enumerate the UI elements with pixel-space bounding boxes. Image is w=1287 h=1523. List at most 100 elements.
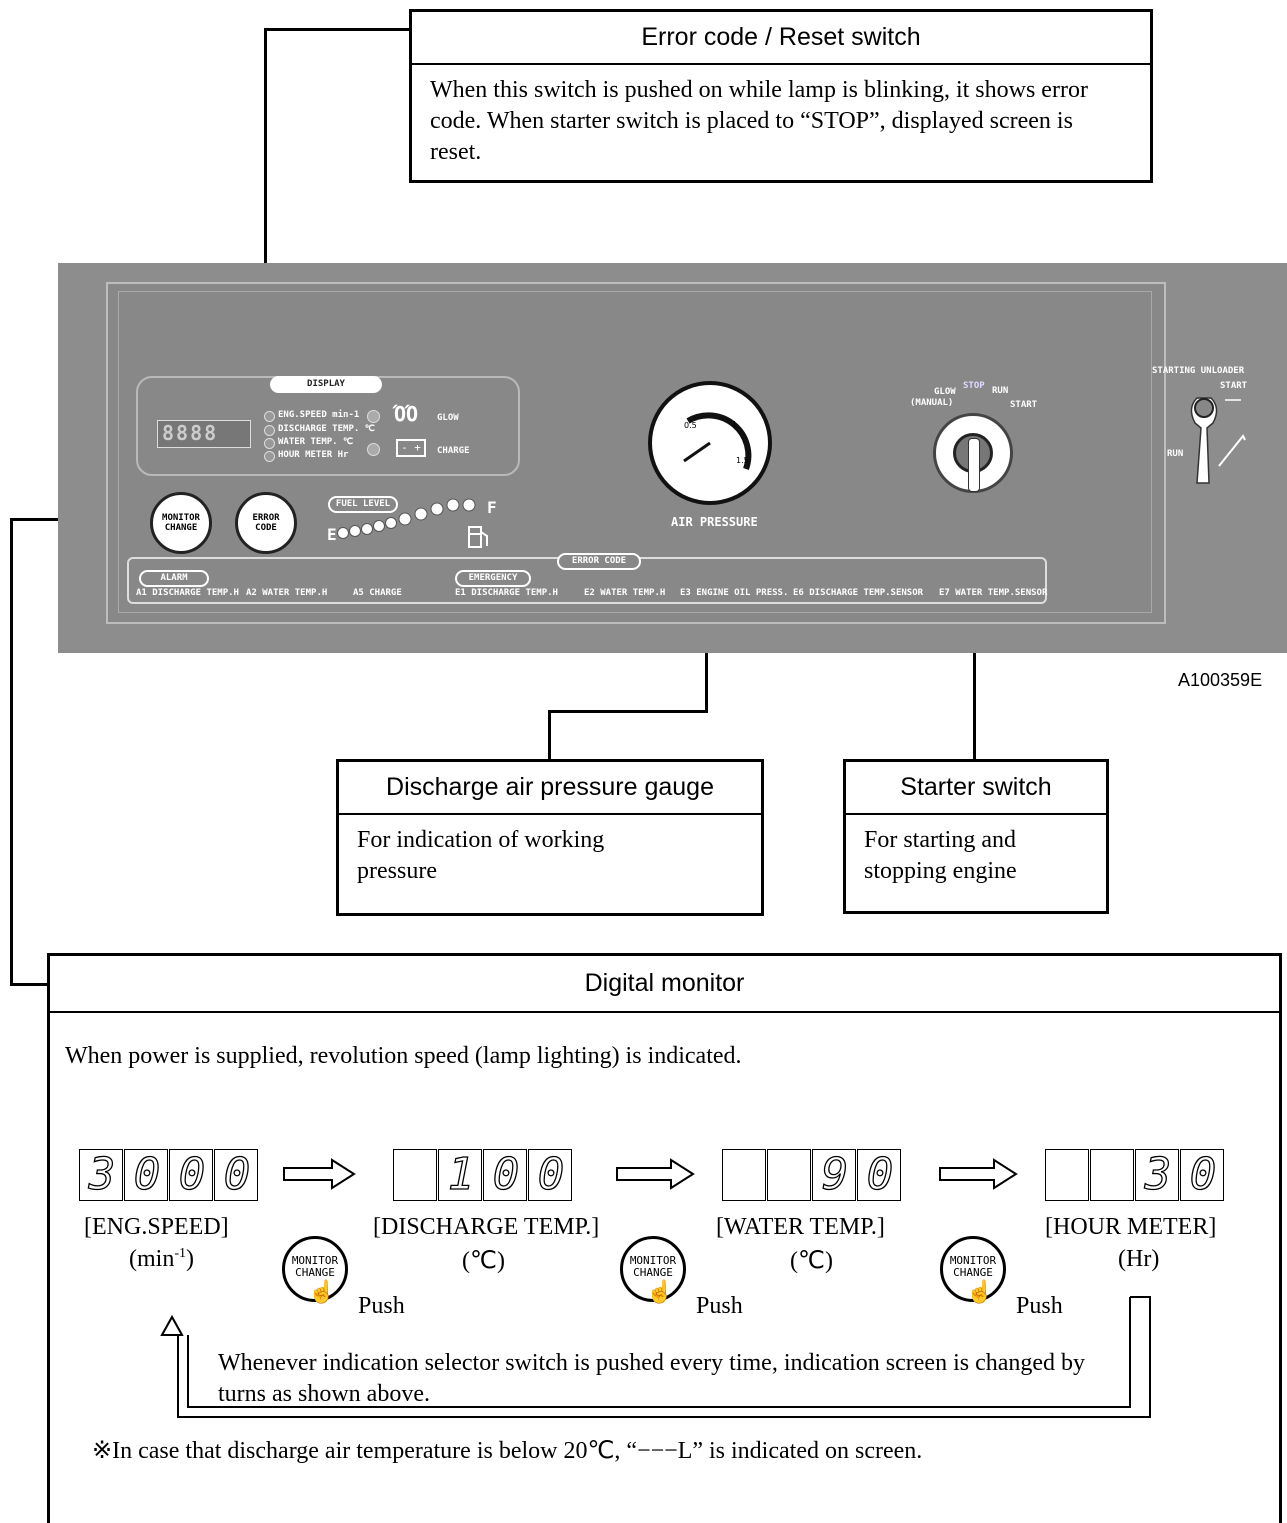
digit-cell bbox=[1090, 1149, 1134, 1201]
monitor-button-line1: MONITOR bbox=[162, 513, 200, 523]
btn-line2: CHANGE bbox=[943, 1267, 1003, 1279]
code-a2: A2 WATER TEMP.H bbox=[246, 588, 327, 598]
code-a1: A1 DISCHARGE TEMP.H bbox=[136, 588, 239, 598]
digit-cell: 3 bbox=[79, 1149, 123, 1201]
panel-digits: 8888 bbox=[162, 421, 218, 445]
fuel-dot bbox=[431, 503, 443, 515]
digit: 0 bbox=[858, 1153, 902, 1197]
code-e2: E2 WATER TEMP.H bbox=[584, 588, 665, 598]
right-arrow-icon bbox=[282, 1158, 356, 1190]
digital-monitor-intro: When power is supplied, revolution speed… bbox=[65, 1043, 742, 1070]
display-item-hour-meter: HOUR METER Hr bbox=[278, 450, 348, 460]
fuel-dot bbox=[415, 508, 427, 520]
indicator-lamp-3 bbox=[264, 438, 275, 449]
digit: 0 bbox=[484, 1153, 528, 1197]
key-label-stop: STOP bbox=[963, 381, 985, 391]
digit: 0 bbox=[529, 1153, 573, 1197]
gauge-dial: 0.5 1 1.5 bbox=[648, 381, 772, 505]
battery-icon: - + bbox=[396, 439, 426, 457]
display-item-discharge-temp: DISCHARGE TEMP. ℃ bbox=[278, 424, 375, 434]
digit: 0 bbox=[125, 1153, 169, 1197]
right-arrow-icon bbox=[615, 1158, 695, 1190]
monitor-leader-vertical bbox=[10, 518, 13, 986]
glow-label: GLOW bbox=[437, 413, 459, 423]
charge-lamp bbox=[367, 443, 380, 456]
monitor-button-line2: CHANGE bbox=[165, 523, 198, 533]
error-button-line2: CODE bbox=[255, 523, 277, 533]
unit-sup: -1 bbox=[174, 1246, 186, 1261]
screen-4-label: [HOUR METER] bbox=[1045, 1214, 1216, 1241]
starter-switch-description: For starting and stopping engine bbox=[846, 815, 1106, 887]
digit: 1 bbox=[439, 1153, 483, 1197]
unloader-lever[interactable] bbox=[1177, 378, 1257, 488]
air-pressure-label: AIR PRESSURE bbox=[671, 515, 758, 529]
error-code-description: When this switch is pushed on while lamp… bbox=[412, 65, 1150, 168]
code-e6: E6 DISCHARGE TEMP.SENSOR bbox=[793, 588, 923, 598]
fuel-dot bbox=[374, 521, 385, 532]
charge-label: CHARGE bbox=[437, 446, 470, 456]
error-code-callout: Error code / Reset switch When this swit… bbox=[409, 9, 1153, 183]
key-label-glow: GLOW bbox=[934, 387, 956, 397]
screen-1-unit: (min-1) bbox=[129, 1246, 194, 1273]
digit-cell bbox=[1045, 1149, 1089, 1201]
digit-cell: 9 bbox=[812, 1149, 856, 1201]
digit-cell: 0 bbox=[483, 1149, 527, 1201]
pressure-gauge-title: Discharge air pressure gauge bbox=[339, 762, 761, 815]
fuel-dot bbox=[338, 528, 349, 539]
pressure-leader-horizontal bbox=[548, 710, 708, 713]
screen-3-label: [WATER TEMP.] bbox=[716, 1214, 885, 1241]
code-a5: A5 CHARGE bbox=[353, 588, 402, 598]
error-button-line1: ERROR bbox=[252, 513, 279, 523]
digit-cell: 0 bbox=[1180, 1149, 1224, 1201]
screen-4-unit: (Hr) bbox=[1118, 1246, 1159, 1273]
digit-cell bbox=[722, 1149, 766, 1201]
digit: 0 bbox=[215, 1153, 259, 1197]
gauge-tick-1: 1 bbox=[732, 420, 737, 429]
pressure-leader-vertical-2 bbox=[548, 710, 551, 760]
code-e3: E3 ENGINE OIL PRESS. bbox=[680, 588, 788, 598]
fuel-dot bbox=[463, 499, 475, 511]
btn-line2: CHANGE bbox=[285, 1267, 345, 1279]
fuel-f-label: F bbox=[487, 498, 497, 517]
display-title: DISPLAY bbox=[270, 376, 382, 393]
digit: 3 bbox=[1136, 1153, 1180, 1197]
starter-switch-callout: Starter switch For starting and stopping… bbox=[843, 759, 1109, 914]
screen-3-unit: (℃) bbox=[790, 1246, 833, 1275]
glow-lamp bbox=[367, 410, 380, 423]
digit: 3 bbox=[80, 1153, 124, 1197]
fuel-dot bbox=[362, 524, 373, 535]
key-label-start: START bbox=[1010, 400, 1037, 410]
error-code-title: Error code / Reset switch bbox=[412, 12, 1150, 65]
digit: 9 bbox=[813, 1153, 857, 1197]
digit-cell bbox=[767, 1149, 811, 1201]
digital-monitor-title: Digital monitor bbox=[50, 956, 1279, 1013]
glow-icon: ΌΌ bbox=[394, 402, 418, 426]
display-item-eng-speed: ENG.SPEED min-1 bbox=[278, 410, 359, 420]
digit-cell: 0 bbox=[857, 1149, 901, 1201]
starter-switch-title: Starter switch bbox=[846, 762, 1106, 815]
screen-2-unit: (℃) bbox=[462, 1246, 505, 1275]
unit-base: (min bbox=[129, 1246, 174, 1272]
error-leader-horizontal bbox=[264, 28, 412, 31]
indicator-lamp-4 bbox=[264, 451, 275, 462]
btn-line2: CHANGE bbox=[623, 1267, 683, 1279]
screen-2-label: [DISCHARGE TEMP.] bbox=[373, 1214, 599, 1241]
fuel-level-dots bbox=[335, 494, 485, 544]
indicator-lamp-1 bbox=[264, 411, 275, 422]
digit-cell: 0 bbox=[214, 1149, 258, 1201]
fuel-dot bbox=[386, 518, 397, 529]
unit-end: ) bbox=[186, 1246, 194, 1272]
monitor-change-button[interactable]: MONITOR CHANGE bbox=[150, 492, 212, 554]
indicator-lamp-2 bbox=[264, 425, 275, 436]
pressure-gauge-description: For indication of working pressure bbox=[339, 815, 761, 887]
error-code-button[interactable]: ERROR CODE bbox=[235, 492, 297, 554]
fuel-dot bbox=[447, 499, 459, 511]
digit: 0 bbox=[170, 1153, 214, 1197]
fuel-dot bbox=[399, 513, 411, 525]
error-code-strip-title: ERROR CODE bbox=[557, 553, 641, 570]
digit-cell bbox=[393, 1149, 437, 1201]
cycle-note: Whenever indication selector switch is p… bbox=[218, 1348, 1098, 1410]
key-label-manual: (MANUAL) bbox=[910, 398, 953, 408]
fuel-pump-icon bbox=[466, 524, 492, 550]
code-e1: E1 DISCHARGE TEMP.H bbox=[455, 588, 558, 598]
